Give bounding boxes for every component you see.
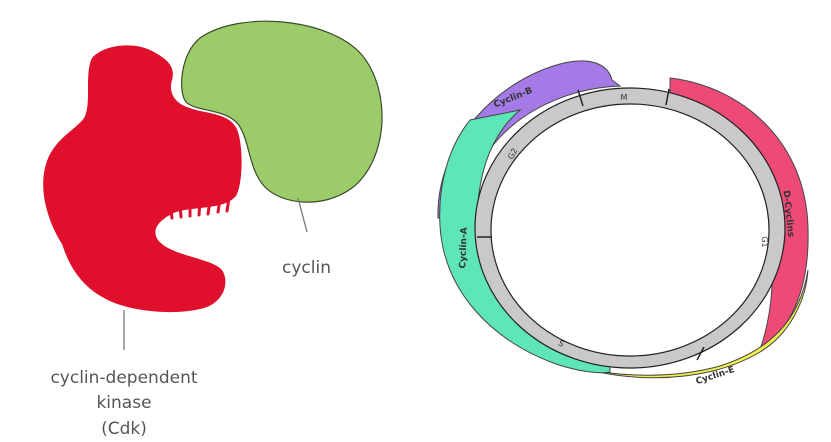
cyclin-a-label: Cyclin-A bbox=[458, 227, 469, 268]
cdk-label-line2: kinase bbox=[96, 393, 151, 413]
cdk-label-line3: (Cdk) bbox=[101, 419, 147, 439]
ring-inner-hole bbox=[491, 104, 769, 356]
phase-g1-label: G1 bbox=[760, 236, 769, 248]
cyclin-leader-line bbox=[298, 198, 307, 232]
cyclin-label: cyclin bbox=[282, 258, 331, 278]
phase-m-label: M bbox=[621, 93, 628, 102]
cdk-cyclin-figure: cyclin cyclin-dependent kinase (Cdk) bbox=[43, 21, 382, 439]
cdk-label-line1: cyclin-dependent bbox=[50, 368, 197, 388]
cell-cycle-figure: M G2 G1 S Cyclin-B Cyclin-A D-Cyclins Cy… bbox=[438, 61, 808, 387]
